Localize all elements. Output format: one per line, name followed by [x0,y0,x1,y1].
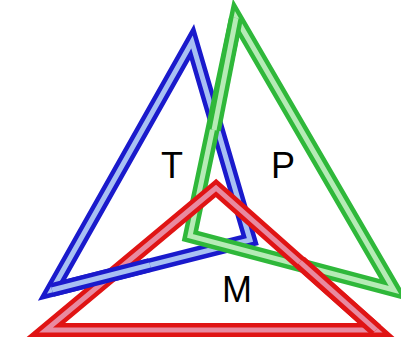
green-over-segment-highlight [214,18,236,130]
red-triangle-highlight [46,188,376,330]
red-triangle [46,188,376,330]
blue-over-segment [52,265,150,290]
triangle-letter: P [271,148,295,184]
red-over-segment [300,262,376,330]
triangle-letter: T [161,148,183,184]
blue-over-segment-highlight [52,265,150,290]
triangle-letter: M [222,272,252,308]
green-over-segment [214,18,236,130]
red-over-segment-highlight [300,262,376,330]
